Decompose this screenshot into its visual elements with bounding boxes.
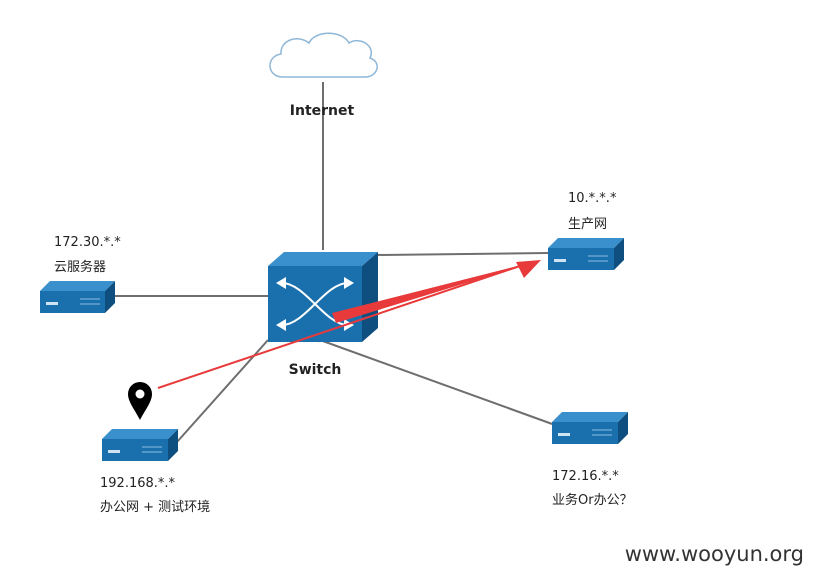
cloud-server-device: 172.30.*.* 云服务器	[40, 235, 121, 313]
server-icon	[102, 429, 178, 461]
internet-label: Internet	[290, 103, 355, 119]
attack-path-arrow	[157, 260, 541, 389]
office-device: 192.168.*.* 办公网 + 测试环境	[100, 429, 210, 515]
location-pin-icon	[128, 382, 152, 420]
cloud-server-ip: 172.30.*.*	[54, 235, 121, 250]
cloud-server-name: 云服务器	[54, 259, 106, 275]
switch-label: Switch	[289, 362, 342, 378]
server-icon	[552, 412, 628, 444]
business-name: 业务Or办公？	[552, 492, 633, 508]
link-production-switch	[375, 252, 549, 256]
production-ip: 10.*.*.*	[568, 191, 617, 206]
production-device: 10.*.*.* 生产网	[548, 191, 624, 270]
link-business-switch	[319, 339, 556, 426]
office-name: 办公网 + 测试环境	[100, 500, 210, 515]
watermark-text: www.wooyun.org	[625, 542, 804, 566]
business-device: 172.16.*.* 业务Or办公？	[552, 412, 633, 508]
cloud-icon	[269, 32, 378, 78]
production-name: 生产网	[568, 217, 607, 232]
business-ip: 172.16.*.*	[552, 469, 619, 484]
server-icon	[40, 281, 115, 313]
network-switch-icon	[268, 252, 378, 342]
office-ip: 192.168.*.*	[100, 476, 176, 491]
server-icon	[548, 238, 624, 270]
